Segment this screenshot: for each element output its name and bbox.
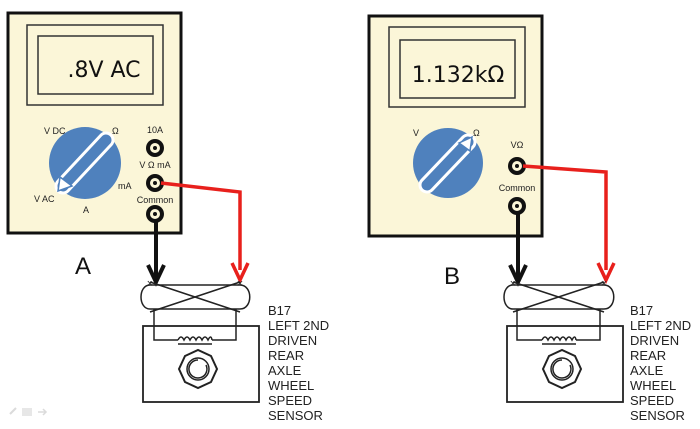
meter-a-jack-10a-label: 10A	[147, 125, 163, 135]
multimeter-b: 1.132kΩ V Ω VΩ Common	[367, 14, 544, 238]
sensor-a-label-line: DRIVEN	[268, 333, 317, 348]
sensor-b-coil	[541, 336, 577, 342]
sensor-a-label-line: B17	[268, 303, 291, 318]
svg-text:×: ×	[601, 278, 607, 290]
meter-a-label-amp: A	[83, 205, 89, 215]
meter-b-jack-vohm[interactable]	[508, 157, 526, 175]
meter-b-jack-common-label: Common	[499, 183, 536, 193]
svg-text:×: ×	[147, 278, 153, 290]
sensor-b-connector	[503, 284, 615, 310]
meter-a-black-arrowhead	[146, 264, 166, 287]
meter-b-display-screen	[399, 39, 516, 99]
slides-icon[interactable]	[22, 408, 32, 416]
meter-a-label-ohm: Ω	[112, 126, 119, 136]
sensor-b-label-line: WHEEL	[630, 378, 676, 393]
sensor-a-label-line: REAR	[268, 348, 304, 363]
meter-a-rotary-dial	[49, 127, 121, 199]
sensor-b-label-line: LEFT 2ND	[630, 318, 691, 333]
meter-b-display-reading: 1.132kΩ	[412, 63, 505, 88]
meter-a-label-ma: mA	[118, 181, 132, 191]
sensor-b-label-line: DRIVEN	[630, 333, 679, 348]
multimeter-a: .8V AC V DC Ω V AC A mA 10A V Ω mA Commo…	[6, 11, 183, 235]
sensor-b-label-line: SPEED	[630, 393, 674, 408]
sensor-a-coil	[177, 336, 213, 342]
meter-b-red-arrowhead	[596, 262, 616, 285]
meter-a-jack-common-label: Common	[137, 195, 174, 205]
meter-b-dial-arrow	[457, 135, 473, 153]
meter-a-jack-vohm[interactable]	[146, 174, 164, 192]
meter-b-black-arrowhead	[508, 264, 528, 287]
label-a: A	[75, 253, 91, 280]
sensor-a: × ×	[140, 278, 260, 403]
sensor-b-label: B17 LEFT 2ND DRIVEN REAR AXLE WHEEL SPEE…	[630, 303, 691, 423]
meter-a-jack-common[interactable]	[146, 205, 164, 223]
sensor-a-label-line: SENSOR	[268, 408, 323, 423]
meter-a-display-screen	[37, 35, 154, 95]
slide-controls[interactable]	[9, 407, 48, 416]
meter-a-jack-vohm-label: V Ω mA	[139, 160, 170, 170]
meter-b-rotary-dial	[413, 128, 483, 198]
meter-a-red-lead	[160, 181, 242, 270]
meter-a-dial-arrow	[57, 175, 74, 193]
meter-a-leads	[146, 181, 250, 287]
pen-icon[interactable]	[9, 407, 17, 415]
meter-a-label-vac: V AC	[34, 194, 55, 204]
sensor-b-label-line: AXLE	[630, 363, 664, 378]
meter-b-jack-vohm-label: VΩ	[511, 140, 524, 150]
svg-text:×: ×	[237, 278, 243, 290]
sensor-a-label-line: LEFT 2ND	[268, 318, 329, 333]
sensor-b: × ×	[503, 278, 624, 403]
meter-a-red-arrowhead	[230, 262, 250, 285]
meter-b-label-ohm: Ω	[473, 128, 480, 138]
meter-b-red-lead	[522, 164, 608, 270]
svg-text:×: ×	[510, 278, 516, 290]
meter-a-label-vdc: V DC	[44, 126, 66, 136]
sensor-b-label-line: B17	[630, 303, 653, 318]
sensor-a-label-line: WHEEL	[268, 378, 314, 393]
sensor-a-label-line: SPEED	[268, 393, 312, 408]
sensor-a-tone-wheel	[177, 348, 219, 390]
meter-a-display-reading: .8V AC	[67, 58, 140, 83]
sensor-b-tone-wheel	[541, 348, 583, 390]
meter-b-jack-common[interactable]	[508, 197, 526, 215]
sensor-b-label-line: REAR	[630, 348, 666, 363]
meter-b-label-v: V	[413, 128, 419, 138]
sensor-a-label: B17 LEFT 2ND DRIVEN REAR AXLE WHEEL SPEE…	[268, 303, 329, 423]
sensor-a-label-line: AXLE	[268, 363, 302, 378]
next-arrow-icon[interactable]	[38, 408, 48, 416]
sensor-a-connector	[140, 284, 251, 310]
meter-a-jack-10a[interactable]	[146, 139, 164, 157]
meter-b-leads	[508, 164, 616, 287]
label-b: B	[444, 263, 460, 290]
sensor-b-label-line: SENSOR	[630, 408, 685, 423]
